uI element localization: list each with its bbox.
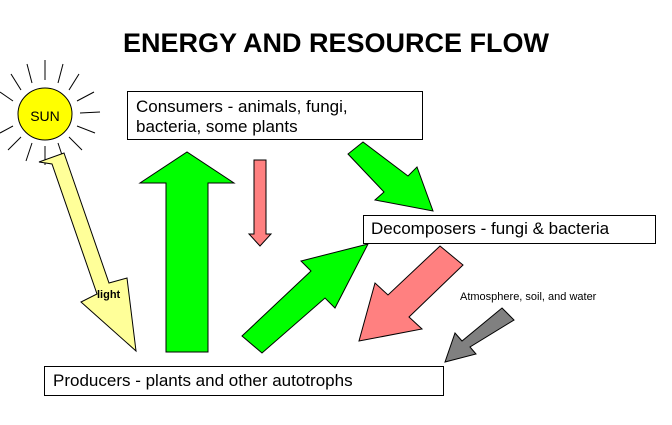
atmosphere-to-producers-arrow	[444, 307, 515, 363]
decomposers-to-producers-arrow	[358, 245, 464, 342]
producers-to-consumers-arrow	[138, 151, 236, 353]
sun-circle	[17, 87, 73, 141]
atmosphere-label: Atmosphere, soil, and water	[460, 291, 597, 303]
light-arrow	[38, 152, 137, 353]
consumers-line-2: bacteria, some plants	[136, 117, 298, 136]
sun-rays	[0, 60, 101, 165]
consumers-down-arrow	[247, 159, 273, 247]
decomposers-label: Decomposers - fungi & bacteria	[371, 219, 610, 238]
light-label: light	[97, 289, 121, 301]
decomposers-box: Decomposers - fungi & bacteria	[363, 215, 656, 244]
producers-box: Producers - plants and other autotrophs	[44, 366, 444, 396]
consumers-line-1: Consumers - animals, fungi,	[136, 97, 348, 116]
producers-label: Producers - plants and other autotrophs	[53, 371, 353, 390]
producers-to-decomposers-arrow	[241, 243, 369, 354]
diagram-title: ENERGY AND RESOURCE FLOW	[122, 28, 550, 58]
consumers-box: Consumers - animals, fungi, bacteria, so…	[127, 91, 423, 140]
consumers-to-decomposers-arrow	[347, 141, 434, 212]
sun-label: SUN	[30, 108, 60, 124]
